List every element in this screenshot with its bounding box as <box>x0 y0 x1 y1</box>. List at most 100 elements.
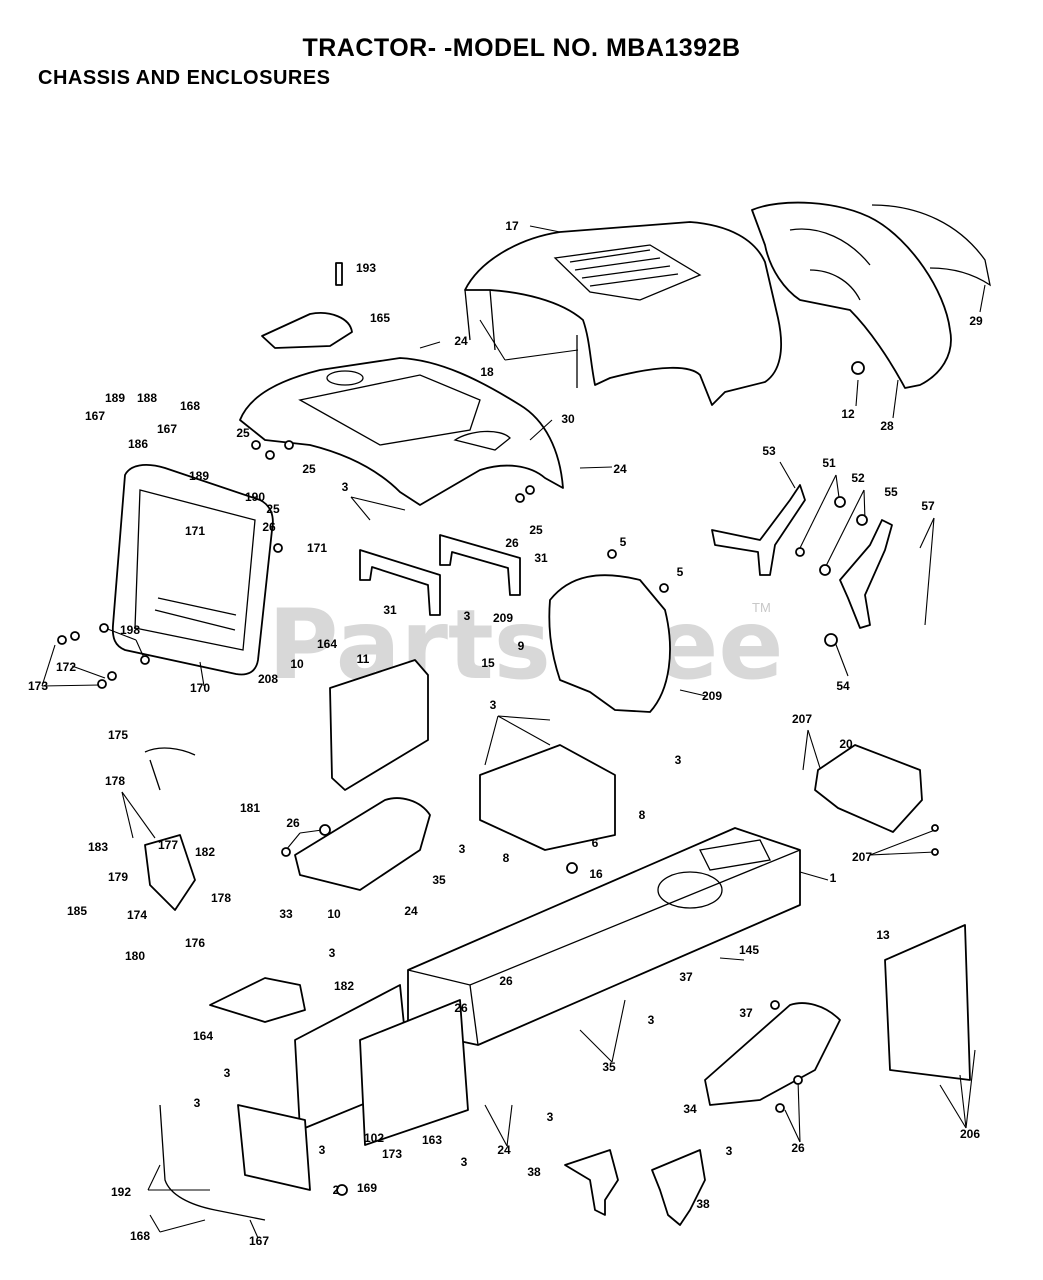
lift-lever-175 <box>144 747 196 791</box>
callout-38: 38 <box>527 1165 541 1179</box>
bracket-164-part <box>209 977 306 1023</box>
callout-5: 5 <box>620 535 627 549</box>
callout-55: 55 <box>884 485 898 499</box>
callout-181: 181 <box>240 801 260 815</box>
front-bracket-2-part <box>237 1104 311 1191</box>
plate-6-part <box>479 744 616 851</box>
callout-10: 10 <box>290 657 304 671</box>
callout-102: 102 <box>364 1131 384 1145</box>
callout-190: 190 <box>245 490 265 504</box>
callout-11: 11 <box>357 652 370 666</box>
callout-174: 174 <box>127 908 147 922</box>
callout-34: 34 <box>683 1102 697 1116</box>
grille-frame-part <box>111 464 274 676</box>
callout-3: 3 <box>648 1013 655 1027</box>
callout-54: 54 <box>836 679 850 693</box>
callout-33: 33 <box>279 907 293 921</box>
callout-193: 193 <box>356 261 376 275</box>
callout-3: 3 <box>342 480 349 494</box>
step-plate-34-part <box>704 1002 841 1106</box>
callout-53: 53 <box>762 444 776 458</box>
callout-209: 209 <box>493 611 513 625</box>
page-title: TRACTOR- -MODEL NO. MBA1392B <box>302 34 741 62</box>
callout-171: 171 <box>307 541 327 555</box>
callout-37: 37 <box>679 970 693 984</box>
callout-18: 18 <box>480 365 494 379</box>
callout-28: 28 <box>880 419 894 433</box>
bracket-38-left <box>564 1149 619 1216</box>
callout-1: 1 <box>830 871 837 885</box>
callout-12: 12 <box>841 407 855 421</box>
callout-206: 206 <box>960 1127 980 1141</box>
callout-171: 171 <box>185 524 205 538</box>
callout-3: 3 <box>726 1144 733 1158</box>
callout-178: 178 <box>105 774 125 788</box>
callout-6: 6 <box>592 836 599 850</box>
callout-164: 164 <box>193 1029 213 1043</box>
callout-3: 3 <box>461 1155 468 1169</box>
callout-3: 3 <box>547 1110 554 1124</box>
callout-25: 25 <box>266 502 280 516</box>
callout-188: 188 <box>137 391 157 405</box>
callout-30: 30 <box>561 412 575 426</box>
callout-170: 170 <box>190 681 210 695</box>
callout-3: 3 <box>194 1096 201 1110</box>
callout-163: 163 <box>422 1133 442 1147</box>
callout-185: 185 <box>67 904 87 918</box>
grille-shell-part <box>751 201 991 389</box>
callout-3: 3 <box>459 842 466 856</box>
callout-8: 8 <box>503 851 510 865</box>
callout-26: 26 <box>286 816 300 830</box>
callout-177: 177 <box>158 838 178 852</box>
side-panel-mid <box>359 999 469 1146</box>
bracket-38-right <box>651 1149 706 1226</box>
panel-9-part <box>548 574 671 713</box>
callout-167: 167 <box>157 422 177 436</box>
callout-173: 173 <box>382 1147 402 1161</box>
callout-13: 13 <box>876 928 890 942</box>
callout-168: 168 <box>180 399 200 413</box>
bracket-20-part <box>814 744 923 833</box>
callout-26: 26 <box>499 974 513 988</box>
callout-173: 173 <box>28 679 48 693</box>
callout-186: 186 <box>128 437 148 451</box>
callout-179: 179 <box>108 870 128 884</box>
callout-3: 3 <box>329 946 336 960</box>
callout-52: 52 <box>851 471 865 485</box>
callout-2: 2 <box>333 1183 340 1197</box>
callout-172: 172 <box>56 660 76 674</box>
callout-180: 180 <box>125 949 145 963</box>
callout-168: 168 <box>130 1229 150 1243</box>
callout-182: 182 <box>195 845 215 859</box>
lever-bracket-174 <box>144 834 196 911</box>
callout-176: 176 <box>185 936 205 950</box>
callout-25: 25 <box>529 523 543 537</box>
leader-lines <box>41 225 986 1239</box>
bracket-13-part <box>884 924 971 1081</box>
callout-31: 31 <box>534 551 548 565</box>
footrest-33-part <box>294 797 431 891</box>
callout-189: 189 <box>189 469 209 483</box>
callout-10: 10 <box>327 907 341 921</box>
callout-3: 3 <box>675 753 682 767</box>
callout-164: 164 <box>317 637 337 651</box>
callout-17: 17 <box>505 219 519 233</box>
callout-209: 209 <box>702 689 722 703</box>
callout-198: 198 <box>120 623 140 637</box>
watermark-trademark: TM <box>752 600 771 615</box>
callout-182: 182 <box>334 979 354 993</box>
callout-24: 24 <box>497 1143 511 1157</box>
callout-29: 29 <box>969 314 983 328</box>
callout-35: 35 <box>602 1060 616 1074</box>
callout-207: 207 <box>792 712 812 726</box>
front-bumper-rod <box>159 1104 266 1221</box>
callout-31: 31 <box>383 603 397 617</box>
bracket-55-part <box>839 519 893 629</box>
callout-35: 35 <box>432 873 446 887</box>
callout-15: 15 <box>481 656 495 670</box>
callout-145: 145 <box>739 943 759 957</box>
callout-183: 183 <box>88 840 108 854</box>
callout-20: 20 <box>839 737 853 751</box>
callout-26: 26 <box>505 536 519 550</box>
